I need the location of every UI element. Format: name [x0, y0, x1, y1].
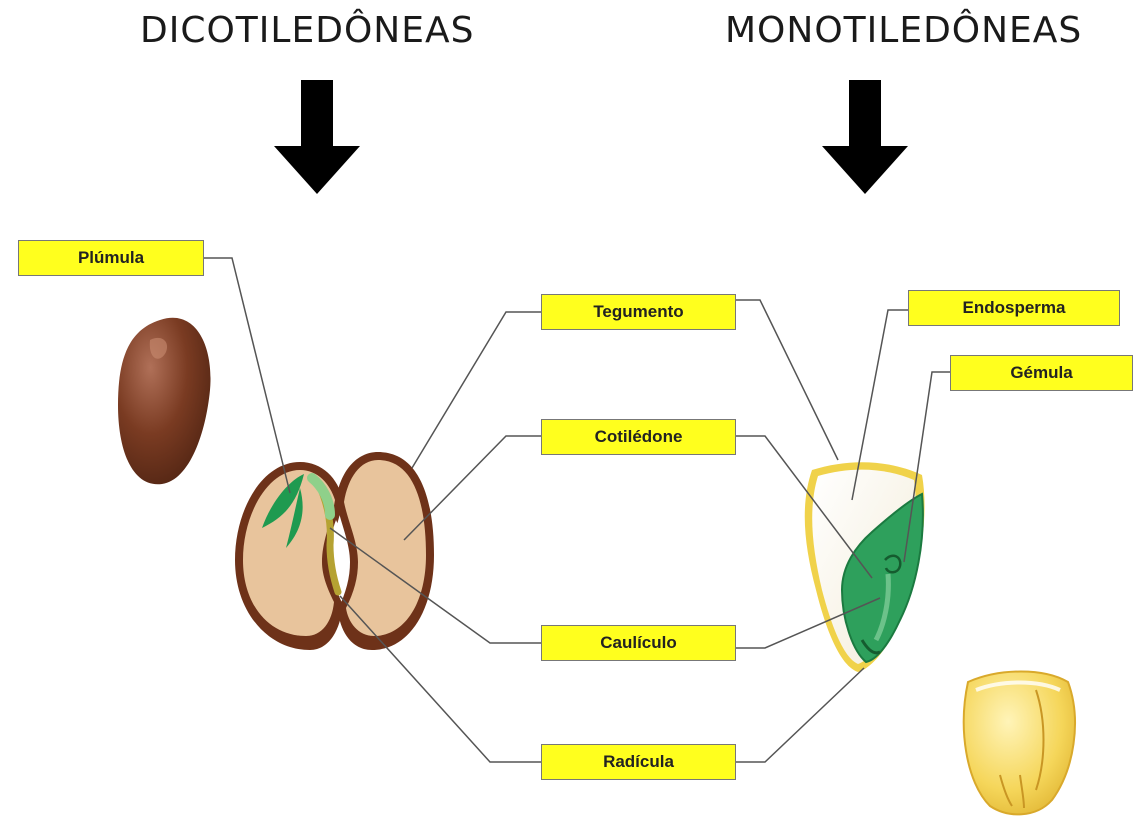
label-gemula: Gémula	[950, 355, 1133, 391]
monocot-heading: MONOTILEDÔNEAS	[725, 10, 1082, 51]
label-tegumento: Tegumento	[541, 294, 736, 330]
label-endosperma: Endosperma	[908, 290, 1120, 326]
opened-bean-seed	[235, 452, 434, 650]
label-cotiledone: Cotilédone	[541, 419, 736, 455]
arrow-down-left-icon	[274, 80, 360, 194]
dicot-heading: DICOTILEDÔNEAS	[140, 10, 474, 51]
label-radicula: Radícula	[541, 744, 736, 780]
label-caulicula: Caulículo	[541, 625, 736, 661]
whole-bean-seed	[118, 318, 211, 485]
label-plumula: Plúmula	[18, 240, 204, 276]
whole-corn-kernel	[964, 672, 1075, 815]
arrow-down-right-icon	[822, 80, 908, 194]
